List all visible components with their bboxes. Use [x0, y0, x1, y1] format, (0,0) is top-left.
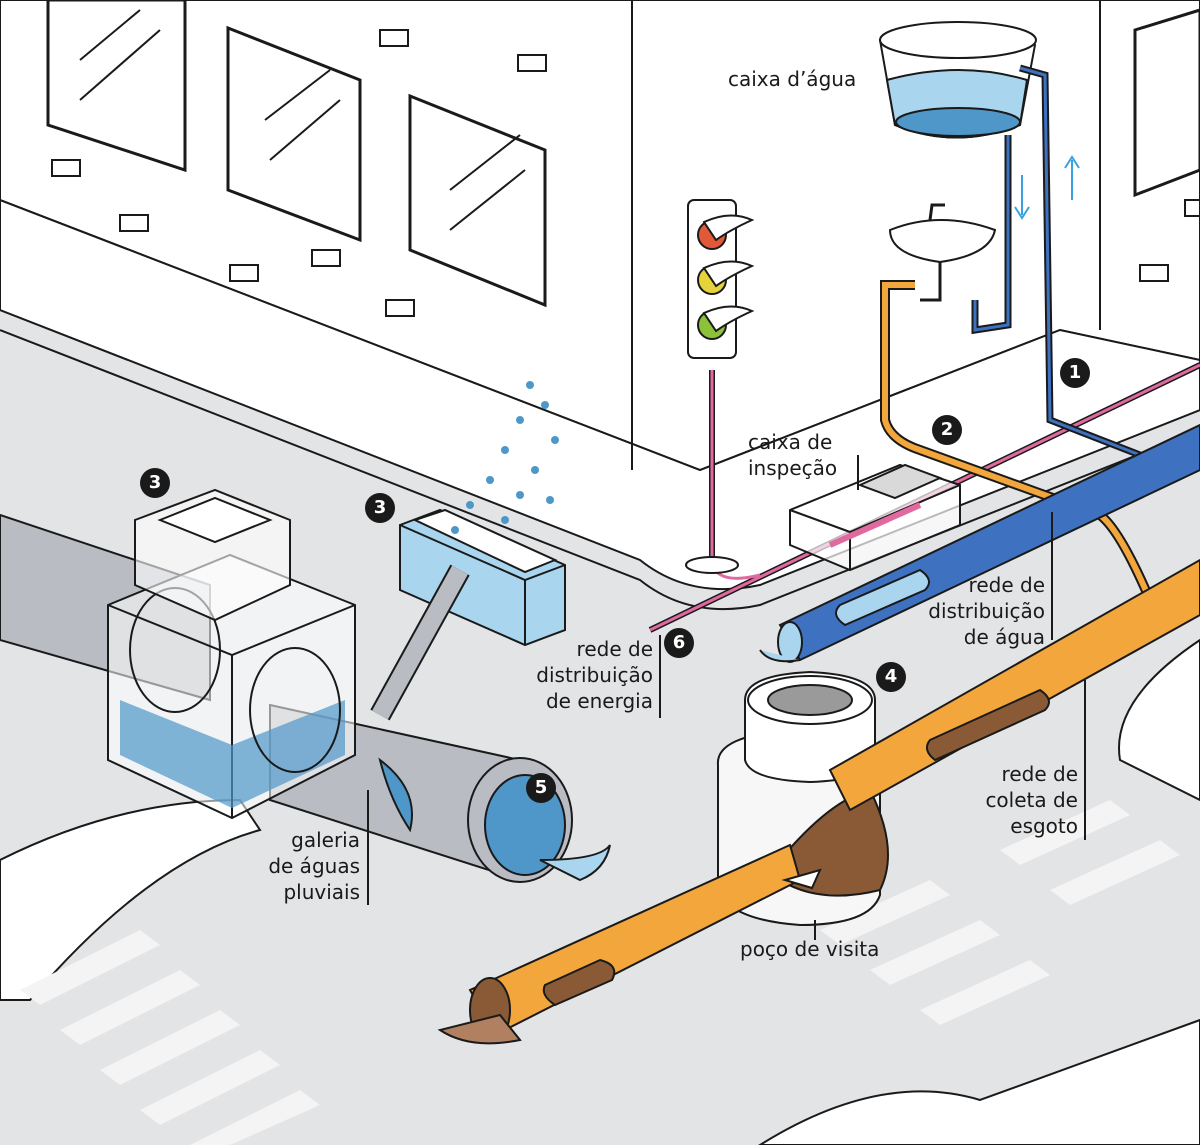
badge-5: 5 [526, 773, 556, 803]
crosswalk-left [20, 930, 320, 1145]
label-rede-agua-2: distribuição [928, 599, 1045, 623]
badge-3-left: 3 [140, 468, 170, 498]
storm-junction-box [107, 553, 356, 820]
label-rede-energia-3: de energia [545, 689, 653, 713]
sidewalk-bottom-right [758, 1018, 1200, 1145]
crosswalk-right [820, 800, 1180, 1025]
windows [46, 0, 1200, 308]
sewage-pipe [437, 558, 1200, 1045]
badge-3-center: 3 [365, 493, 395, 523]
label-galeria-3: pluviais [283, 880, 360, 904]
traffic-light [685, 199, 755, 574]
label-rede-esgoto-3: esgoto [1010, 814, 1078, 838]
label-galeria-2: de águas [268, 854, 360, 878]
arrow-up-icon [1064, 155, 1080, 200]
label-rede-esgoto-1: rede de [1001, 762, 1078, 786]
water-supply-pipes [971, 64, 1142, 459]
inspection-box [789, 463, 961, 572]
badge-1: 1 [1060, 358, 1090, 388]
leader-lines [367, 455, 1086, 940]
sidewalk-right [1118, 638, 1200, 802]
rain-drops [451, 381, 559, 534]
water-tank [878, 21, 1037, 139]
label-rede-energia-2: distribuição [536, 663, 653, 687]
arrow-down-icon [1014, 175, 1030, 220]
label-caixa-inspecao-2: inspeção [748, 456, 838, 480]
label-rede-agua-3: de água [963, 625, 1045, 649]
label-rede-agua-1: rede de [968, 573, 1045, 597]
water-distribution-pipe [759, 423, 1200, 663]
label-poco-visita: poço de visita [740, 937, 880, 961]
label-rede-esgoto-2: coleta de [985, 788, 1078, 812]
sink [888, 203, 997, 302]
curb-inlet [370, 508, 566, 721]
label-rede-energia-1: rede de [576, 637, 653, 661]
sidewalk-bottom-left [0, 798, 262, 1001]
label-caixa-inspecao-1: caixa de [748, 430, 833, 454]
badge-2: 2 [932, 415, 962, 445]
label-caixa-dagua: caixa d’água [728, 67, 857, 91]
window-reflections [79, 9, 526, 231]
manhole [716, 670, 889, 927]
wall-vents [51, 29, 1200, 317]
label-galeria-1: galeria [291, 828, 360, 852]
badge-6: 6 [664, 628, 694, 658]
badge-4: 4 [876, 662, 906, 692]
storm-inlet-left [134, 488, 291, 622]
